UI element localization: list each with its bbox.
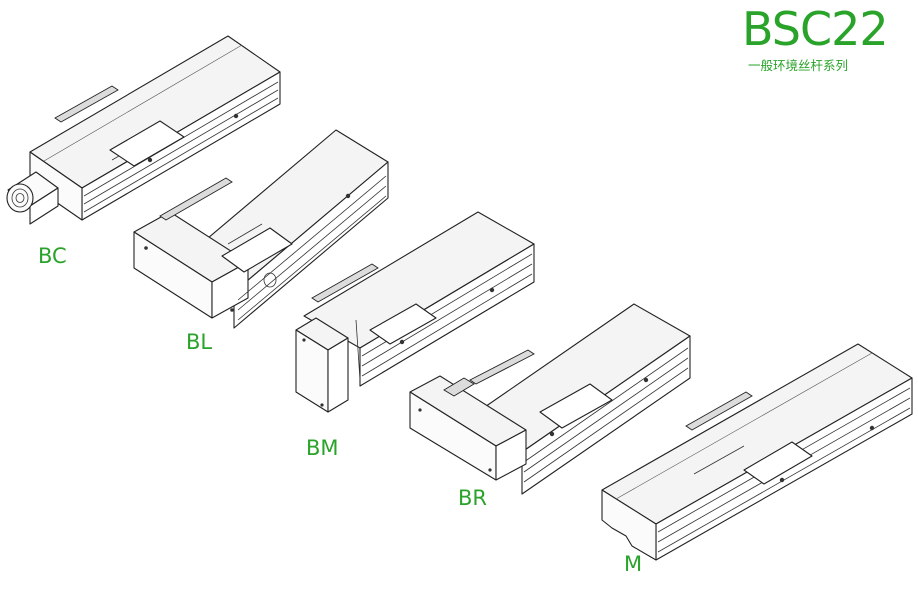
actuator-br	[409, 303, 691, 495]
page-subtitle: 一般环境丝杆系列	[748, 58, 849, 73]
label-br: BR	[458, 486, 487, 510]
label-bm: BM	[306, 436, 339, 460]
actuator-m	[601, 343, 913, 561]
page-title: BSC22	[742, 2, 889, 56]
actuator-bm	[295, 211, 535, 413]
actuator-bc	[6, 35, 281, 225]
label-bl: BL	[186, 330, 213, 354]
actuator-bl	[133, 129, 389, 329]
label-bc: BC	[38, 244, 67, 268]
label-m: M	[624, 552, 643, 576]
